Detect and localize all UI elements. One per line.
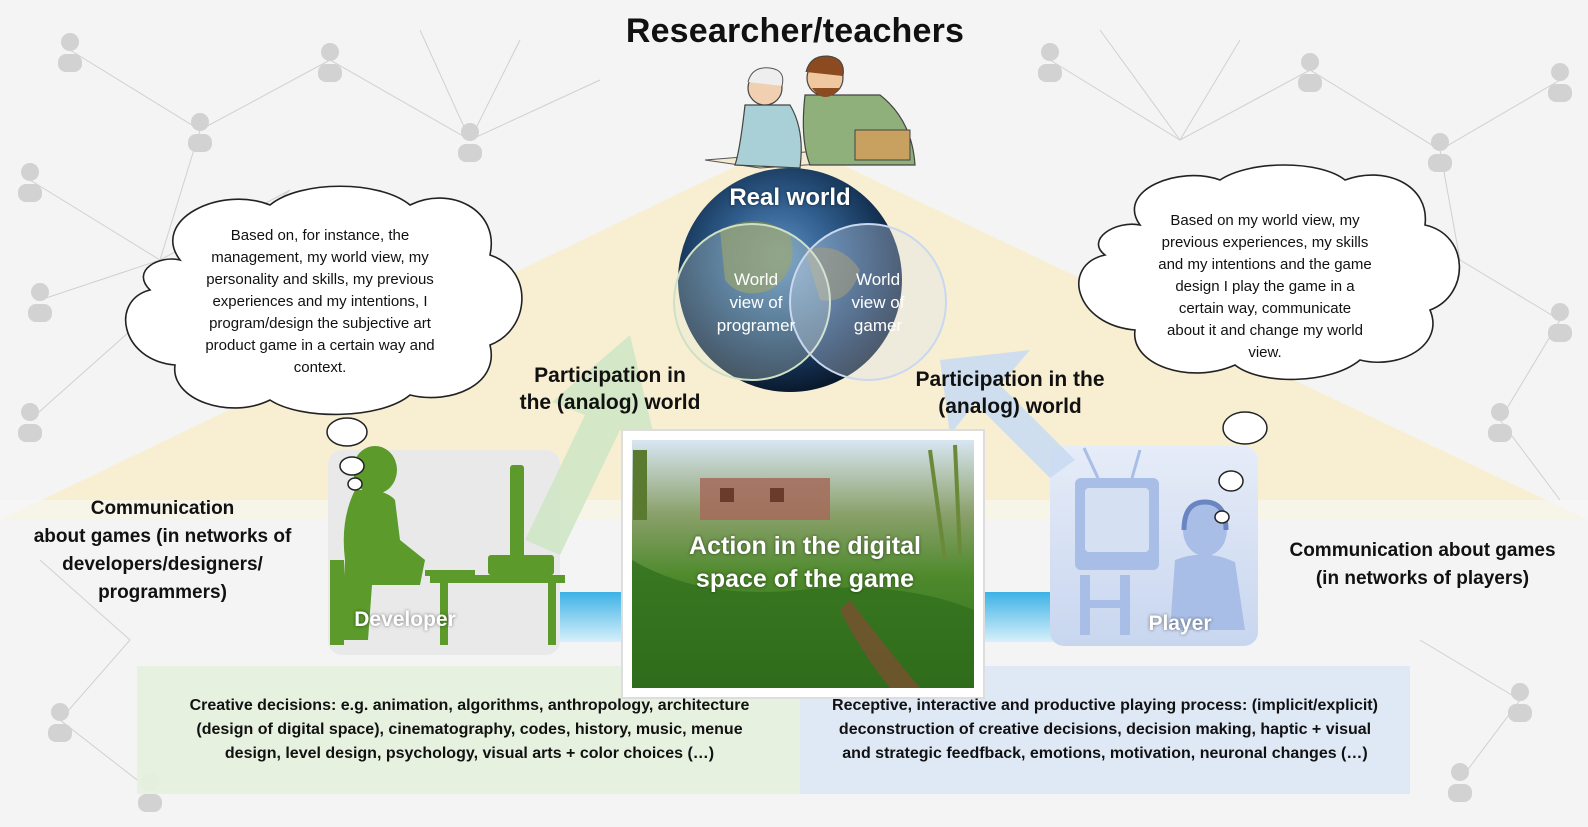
panel-line: Creative decisions: e.g. animation, algo…: [189, 697, 750, 714]
real-world-label: Real world: [729, 184, 851, 211]
label-line: (analog) world: [938, 395, 1082, 418]
playing-process-text: Receptive, interactive and productive pl…: [805, 694, 1405, 766]
thought-line: certain way, communicate: [1178, 300, 1352, 317]
panel-line: Receptive, interactive and productive pl…: [832, 697, 1378, 714]
thought-line: program/design the subjective art: [209, 315, 431, 332]
label-line: the (analog) world: [519, 391, 701, 414]
developer-bubble-trail: [326, 417, 368, 491]
player-label: Player: [1148, 612, 1212, 635]
panel-line: (design of digital space), cinematograph…: [196, 721, 743, 738]
thought-line: management, my world view, my: [211, 249, 429, 266]
caption-line: space of the game: [695, 565, 915, 593]
thought-line: view.: [1248, 344, 1282, 361]
thought-line: design I play the game in a: [1175, 278, 1355, 295]
creative-decisions-text: Creative decisions: e.g. animation, algo…: [142, 694, 797, 766]
diagram-title: Researcher/teachers: [625, 12, 965, 50]
panel-line: design, level design, psychology, visual…: [224, 745, 715, 762]
thought-line: about it and change my world: [1167, 322, 1363, 339]
communication-left-label: Communication about games (in networks o…: [30, 495, 295, 607]
label-line: developers/designers/: [62, 554, 263, 575]
player-cloud: [1078, 164, 1461, 381]
participation-arrow-right: [940, 350, 1075, 478]
game-caption: Action in the digital space of the game: [650, 530, 960, 596]
thought-line: Based on, for instance, the: [230, 227, 410, 244]
caption-line: Action in the digital: [689, 532, 921, 560]
thought-line: Based on my world view, my: [1170, 212, 1360, 229]
developer-silhouette: [330, 446, 565, 645]
venn-left-line: view of: [729, 293, 783, 312]
thought-line: personality and skills, my previous: [206, 271, 434, 288]
thought-line: product game in a certain way and: [205, 337, 435, 354]
venn-right-circle: [789, 223, 947, 381]
venn-right-line: World: [855, 270, 901, 289]
developer-thought-text: Based on, for instance, the management, …: [170, 225, 470, 379]
venn-right-line: gamer: [853, 316, 903, 335]
label-line: programmers): [98, 582, 227, 603]
label-line: about games (in networks of: [33, 526, 292, 547]
label-line: Participation in: [534, 364, 686, 387]
venn-left-line: World: [733, 270, 779, 289]
participation-left-label: Participation in the (analog) world: [480, 362, 740, 416]
thought-line: experiences and my intentions, I: [212, 293, 428, 310]
developer-label: Developer: [354, 608, 456, 631]
label-line: Communication: [90, 498, 235, 519]
people-icons: [18, 33, 1572, 812]
communication-right-label: Communication about games (in networks o…: [1275, 537, 1570, 593]
label-line: (in networks of players): [1315, 568, 1530, 589]
people-network: [29, 29, 1561, 791]
player-silhouette: [1075, 447, 1245, 635]
venn-left-line: programer: [716, 316, 796, 335]
venn-right-line: view of: [851, 293, 905, 312]
game-screenshot: [621, 429, 985, 699]
participation-arrow-left: [525, 335, 655, 555]
earth-globe: [678, 168, 902, 392]
player-thought-text: Based on my world view, my previous expe…: [1130, 210, 1400, 364]
panel-line: deconstruction of creative decisions, de…: [838, 721, 1372, 738]
researchers-illustration: [704, 55, 916, 169]
developer-cloud: [124, 185, 523, 416]
venn-right-label: World view of gamer: [822, 268, 934, 337]
thought-line: context.: [293, 359, 347, 376]
label-line: Participation in the: [915, 368, 1105, 391]
player-bubble-trail: [1214, 411, 1268, 524]
participation-right-label: Participation in the (analog) world: [880, 366, 1140, 420]
thought-line: and my intentions and the game: [1158, 256, 1372, 273]
panel-line: and strategic feedfback, emotions, motiv…: [842, 745, 1368, 762]
label-line: Communication about games: [1289, 540, 1556, 561]
venn-left-circle: [673, 223, 831, 381]
venn-left-label: World view of programer: [700, 268, 812, 337]
thought-line: previous experiences, my skills: [1161, 234, 1369, 251]
